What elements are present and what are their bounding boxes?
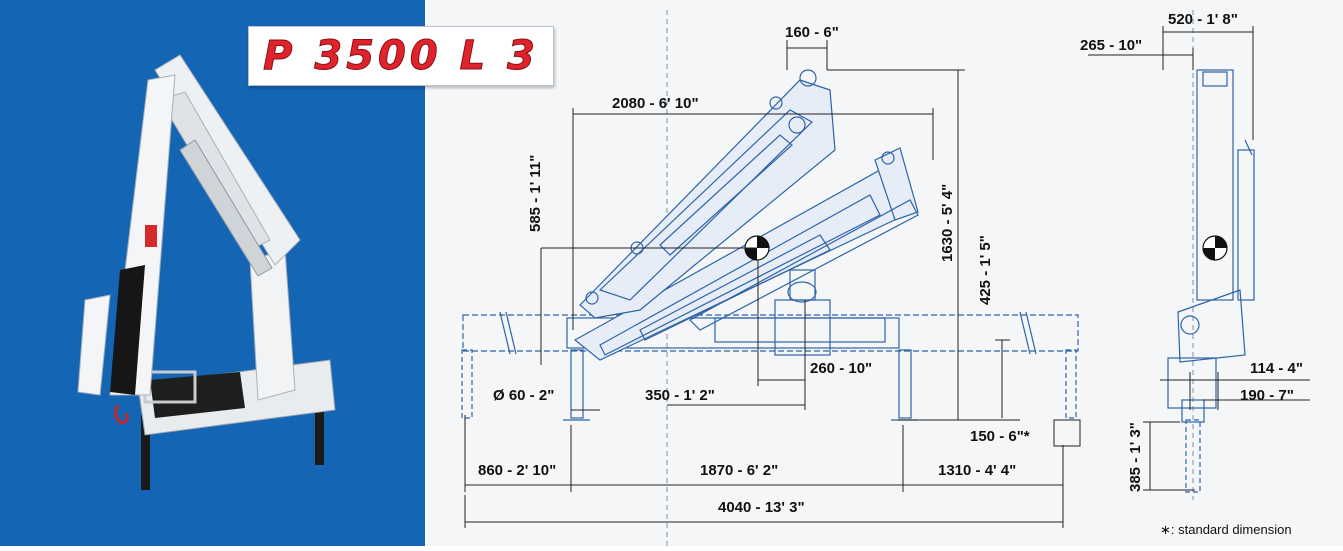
dim-foot-clearance: 150 - 6"* xyxy=(970,428,1030,445)
side-view xyxy=(1167,69,1255,493)
dim-cog-offset: 260 - 10" xyxy=(810,360,872,377)
dim-base-height: 425 - 1' 5" xyxy=(977,235,994,305)
dim-top-offset: 160 - 6" xyxy=(785,24,839,41)
dim-left-extension: 860 - 2' 10" xyxy=(478,462,556,479)
dim-upper-left-height: 585 - 1' 11" xyxy=(527,155,544,232)
crane-photo xyxy=(77,54,336,490)
model-title-badge: P 3500 L 3 xyxy=(248,26,554,86)
dim-column-offset: 350 - 1' 2" xyxy=(645,387,715,404)
stabilizer-leg-right xyxy=(891,349,1077,421)
dim-total-width: 4040 - 13' 3" xyxy=(718,499,805,516)
product-photo-panel xyxy=(0,0,425,546)
dim-side-offset: 265 - 10" xyxy=(1080,37,1142,54)
footnote: ∗: standard dimension xyxy=(1160,522,1292,537)
dim-height-total: 1630 - 5' 4" xyxy=(939,184,956,262)
dim-side-height: 385 - 1' 3" xyxy=(1127,422,1144,492)
dim-side-base: 190 - 7" xyxy=(1240,387,1294,404)
stabilizer-beam xyxy=(462,311,1079,355)
dimension-lines xyxy=(464,26,1310,528)
dim-stabilizer-diameter: Ø 60 - 2" xyxy=(493,387,554,404)
stabilizer-leg-left xyxy=(461,349,590,421)
dim-boom-reach: 2080 - 6' 10" xyxy=(612,95,699,112)
dim-center-span: 1870 - 6' 2" xyxy=(700,462,778,479)
dim-side-small: 114 - 4" xyxy=(1250,360,1303,377)
dim-right-extension: 1310 - 4' 4" xyxy=(938,462,1016,479)
side-center-of-gravity-marker xyxy=(1202,235,1228,261)
inner-boom xyxy=(579,69,836,319)
drawing-panel xyxy=(425,0,1343,546)
main-boom xyxy=(573,147,919,361)
model-title: P 3500 L 3 xyxy=(263,33,539,80)
crane-column xyxy=(714,269,886,356)
dim-side-width: 520 - 1' 8" xyxy=(1168,11,1238,28)
